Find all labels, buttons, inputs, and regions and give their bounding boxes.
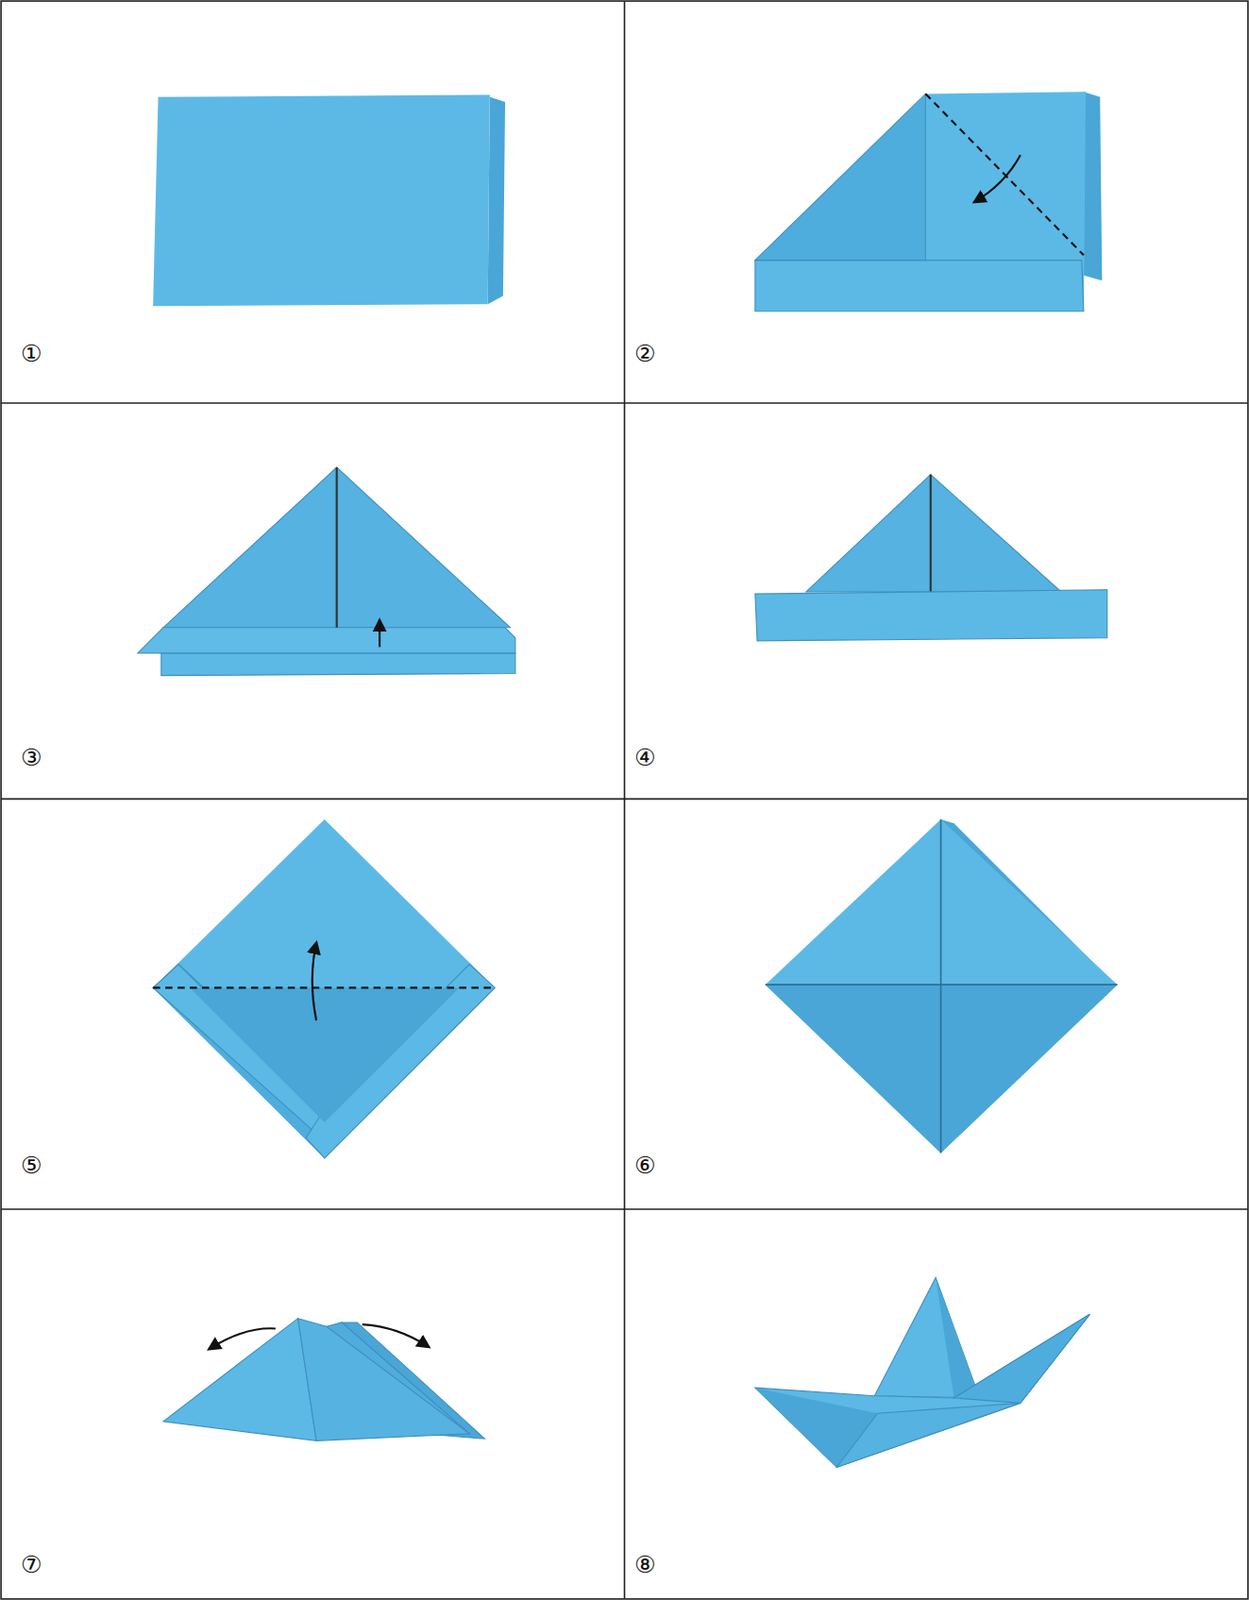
step-4-figure <box>755 474 1108 642</box>
callout-number: ⑥ <box>634 1153 656 1178</box>
callout-number: ⑦ <box>20 1552 42 1577</box>
step-7-figure <box>163 1318 485 1442</box>
step-5-figure <box>152 819 495 1159</box>
step-2-figure <box>755 91 1102 311</box>
callout-number: ⑧ <box>634 1552 656 1577</box>
step-1-figure <box>152 95 506 307</box>
step-6-figure <box>765 819 1118 1153</box>
callout-number: ⑤ <box>20 1153 42 1178</box>
callout-number: ③ <box>20 745 42 770</box>
step-3-figure <box>137 467 516 676</box>
callout-number: ② <box>634 341 656 366</box>
step-8-figure <box>755 1277 1091 1468</box>
callout-number: ① <box>20 341 42 366</box>
callout-number: ④ <box>634 745 656 770</box>
